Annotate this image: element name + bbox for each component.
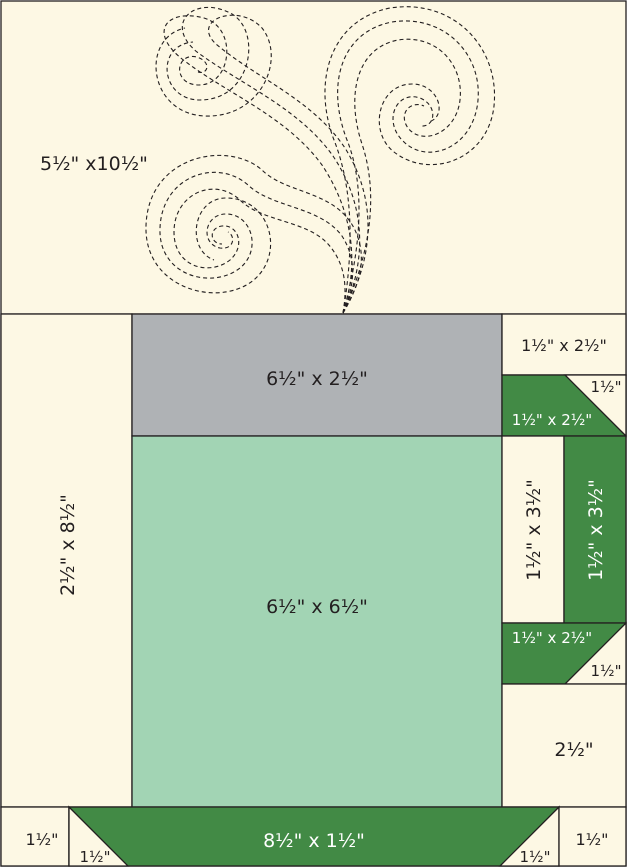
handle-bottom-corner-label: 1½" xyxy=(591,662,622,680)
saucer-label: 8½" x 1½" xyxy=(263,830,365,852)
right-bottom-label: 2½" xyxy=(554,739,593,761)
bottom-left-corner-label: 1½" xyxy=(80,848,111,866)
bottom-right-square-label: 1½" xyxy=(575,830,608,849)
handle-inner-label: 1½" x 3½" xyxy=(523,479,545,581)
cup-body-label: 6½" x 6½" xyxy=(266,596,368,618)
steam-swirl-quilting xyxy=(145,6,496,314)
left-strip-label: 2½" x 8½" xyxy=(57,494,79,596)
handle-top-corner-triangle xyxy=(563,374,627,438)
left-strip xyxy=(0,313,133,808)
handle-top-label: 1½" x 2½" xyxy=(512,411,592,429)
right-bottom-piece xyxy=(501,683,627,808)
handle-top-corner-label: 1½" xyxy=(591,378,622,396)
cup-body-piece xyxy=(131,435,503,808)
handle-inner-piece xyxy=(501,435,565,624)
saucer-piece xyxy=(68,806,560,867)
bottom-left-square xyxy=(0,806,70,867)
handle-outer-piece xyxy=(563,435,627,624)
handle-bottom-label: 1½" x 2½" xyxy=(512,629,592,647)
bottom-right-square xyxy=(558,806,627,867)
cup-top-piece xyxy=(131,313,503,437)
bottom-left-square-label: 1½" xyxy=(25,830,58,849)
steam-block-label: 5½" x10½" xyxy=(40,153,148,175)
cup-top-label: 6½" x 2½" xyxy=(266,368,368,390)
right-top-label: 1½" x 2½" xyxy=(521,336,607,355)
bottom-left-corner-triangle xyxy=(68,805,130,867)
handle-outer-label: 1½" x 3½" xyxy=(585,479,607,581)
bottom-right-corner-label: 1½" xyxy=(520,848,551,866)
